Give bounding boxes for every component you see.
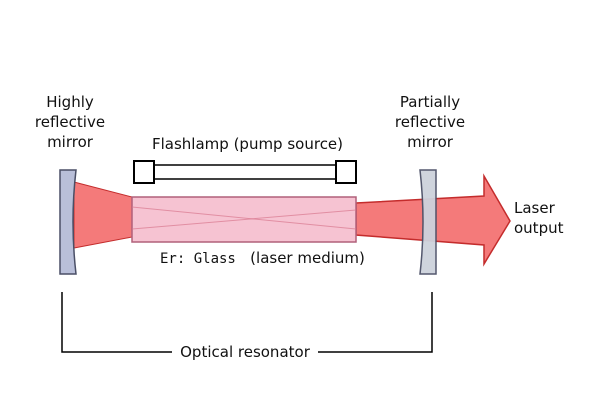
right-mirror-label: Partially reflective mirror [388, 92, 472, 152]
medium-material-label: Er: Glass [160, 251, 236, 267]
resonator-label: Optical resonator [180, 343, 310, 361]
medium-desc-label: (laser medium) [250, 249, 365, 267]
laser-output-line1: Laser [514, 199, 555, 217]
left-mirror-label-line1: Highly [46, 93, 94, 111]
left-mirror-label: Highly reflective mirror [30, 92, 110, 152]
beam-line-1 [131, 206, 357, 230]
flashlamp-end-right [335, 160, 357, 184]
flashlamp-tube [147, 164, 341, 180]
left-mirror-label-line3: mirror [47, 133, 93, 151]
right-mirror-label-line3: mirror [407, 133, 453, 151]
mirror-left [59, 169, 77, 275]
beam-left [73, 181, 133, 249]
flashlamp-end-left [133, 160, 155, 184]
laser-output-line2: output [514, 219, 564, 237]
beam-line-2 [131, 209, 357, 230]
resonator-bracket-right [318, 292, 433, 353]
left-mirror-label-line2: reflective [34, 113, 106, 131]
right-mirror-label-line2: reflective [394, 113, 466, 131]
resonator-bracket-left [61, 292, 172, 353]
laser-medium-label: Er: Glass (laser medium) [160, 249, 365, 267]
laser-output-label: Laser output [514, 198, 563, 238]
flashlamp-label: Flashlamp (pump source) [152, 135, 344, 153]
mirror-right [419, 169, 437, 275]
right-mirror-label-line1: Partially [399, 93, 461, 111]
